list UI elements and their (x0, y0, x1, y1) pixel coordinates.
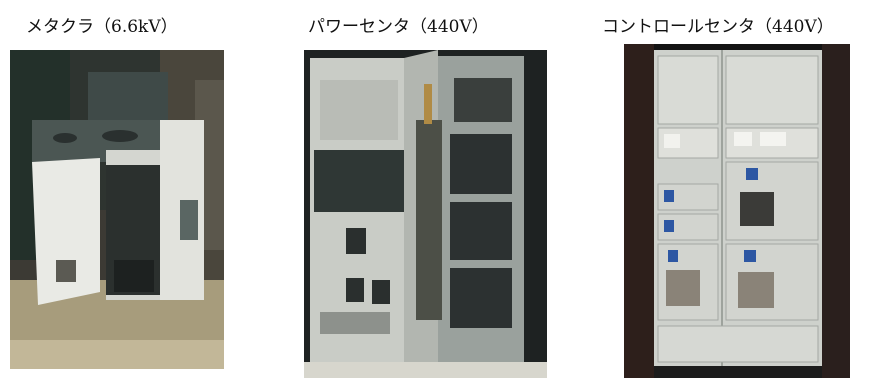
power-center-caption: パワーセンタ（440V） (308, 17, 489, 37)
power-center-photo (304, 50, 547, 378)
control-center-caption: コントロールセンタ（440V） (602, 17, 834, 37)
control-center-photo (624, 44, 850, 378)
metaclad-photo (10, 50, 224, 369)
metaclad-caption: メタクラ（6.6kV） (26, 17, 178, 37)
